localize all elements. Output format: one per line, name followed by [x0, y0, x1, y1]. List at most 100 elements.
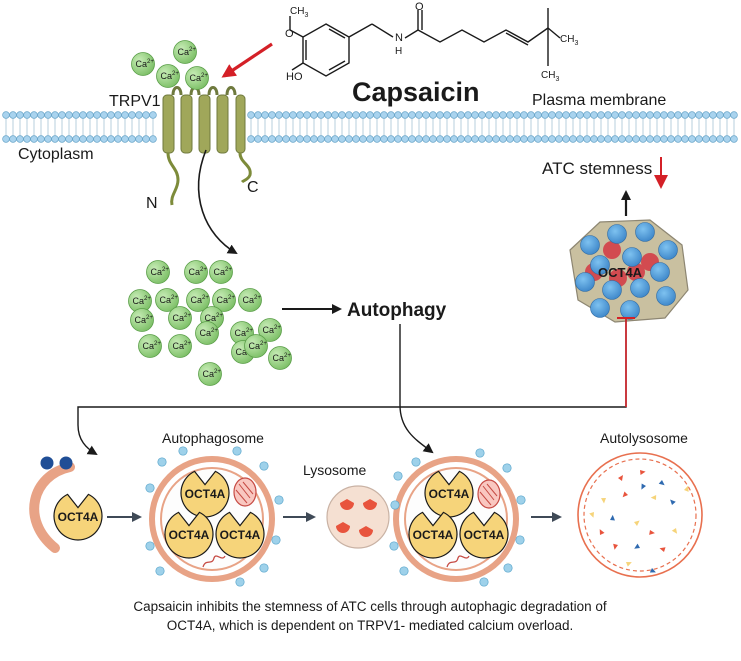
capsaicin-molecule: [289, 8, 561, 77]
svg-text:Ca2+: Ca2+: [143, 341, 162, 351]
lysosome-label: Lysosome: [303, 462, 367, 478]
svg-text:Ca2+: Ca2+: [249, 341, 268, 351]
oct4a-protein: OCT4A: [408, 511, 458, 559]
degraded-fragment: [622, 491, 628, 498]
svg-text:Ca2+: Ca2+: [173, 341, 192, 351]
molecule-ho-label: HO: [286, 71, 303, 83]
svg-text:Ca2+: Ca2+: [243, 295, 262, 305]
calcium-ion: Ca2+: [146, 260, 170, 284]
capsaicin-binding-arrow: [221, 42, 273, 78]
molecule-ch3-right-bottom: CH3: [541, 70, 559, 83]
calcium-ion: Ca2+: [155, 288, 179, 312]
atc-cell: [656, 286, 676, 306]
stage-autophagosome-cargo: OCT4A OCT4A OCT4A: [145, 446, 284, 587]
svg-text:Ca2+: Ca2+: [217, 295, 236, 305]
lysosome-enzymes: [336, 499, 377, 537]
molecule-h-label: H: [395, 46, 402, 57]
atc-cell: [602, 280, 622, 300]
autophagy-to-autolysosome-arrow: [399, 324, 434, 454]
degraded-fragment: [658, 480, 665, 486]
calcium-ion: Ca2+: [238, 288, 262, 312]
calcium-ion: Ca2+: [168, 334, 192, 358]
lysosome-enzyme: [340, 499, 354, 510]
svg-text:Ca2+: Ca2+: [214, 267, 233, 277]
oct4a-protein: OCT4A: [424, 470, 474, 518]
calcium-ion: Ca2+: [173, 40, 197, 64]
svg-text:Ca2+: Ca2+: [200, 328, 219, 338]
svg-text:Ca2+: Ca2+: [160, 295, 179, 305]
vesicle-particle: [259, 461, 269, 471]
oct4a-protein: OCT4A: [459, 511, 509, 559]
degraded-fragment: [659, 547, 666, 552]
degraded-fragment: [670, 499, 676, 505]
autophagy-label: Autophagy: [347, 300, 447, 321]
plasma-membrane-label: Plasma membrane: [532, 92, 666, 109]
svg-text:Ca2+: Ca2+: [136, 59, 155, 69]
vesicle-particle: [389, 541, 399, 551]
svg-text:Ca2+: Ca2+: [189, 267, 208, 277]
oct4a-protein: OCT4A: [180, 470, 230, 518]
svg-text:Ca2+: Ca2+: [133, 296, 152, 306]
degraded-fragment: [634, 543, 640, 549]
svg-text:Ca2+: Ca2+: [263, 325, 282, 335]
svg-text:Ca2+: Ca2+: [273, 353, 292, 363]
svg-text:Ca2+: Ca2+: [135, 315, 154, 325]
recruitment-line: [77, 318, 627, 456]
molecule-n-label: N: [395, 32, 403, 44]
calcium-ion: Ca2+: [185, 66, 209, 90]
degraded-fragment: [650, 495, 657, 500]
autophagosome-label: Autophagosome: [162, 430, 264, 446]
atc-stemness-label: ATC stemness: [542, 159, 652, 178]
vesicle-particle: [145, 541, 155, 551]
calcium-ion: Ca2+: [268, 346, 292, 370]
vesicle-particle: [479, 577, 489, 587]
degraded-fragment: [671, 528, 678, 534]
atc-cell: [580, 235, 600, 255]
degraded-fragment: [641, 483, 646, 490]
vesicle-particle: [475, 448, 485, 458]
vesicle-particle: [411, 457, 421, 467]
degraded-fragment: [649, 530, 655, 535]
oct4a-protein: OCT4A: [53, 493, 103, 541]
degraded-fragment: [601, 498, 607, 504]
calcium-ion: Ca2+: [130, 308, 154, 332]
vesicle-particle: [393, 471, 403, 481]
capsaicin-label: Capsaicin: [352, 77, 480, 107]
lysosome-enzyme: [336, 522, 350, 533]
atc-cell: [658, 240, 678, 260]
molecule-ch3-left: CH3: [290, 6, 308, 19]
organelle-fragment: [202, 555, 226, 568]
stage-phagophore-cargo: OCT4A: [53, 493, 103, 541]
oct4a-protein: OCT4A: [164, 511, 214, 559]
trpv1-channel: [162, 86, 252, 206]
calcium-ion: Ca2+: [184, 260, 208, 284]
phagophore: [29, 456, 75, 553]
svg-text:Ca2+: Ca2+: [190, 73, 209, 83]
degraded-fragments: [589, 470, 689, 573]
oct4a-label: OCT4A: [220, 528, 261, 542]
calcium-ions-cytoplasm: Ca2+ Ca2+ Ca2+ Ca2+ Ca2+ Ca2+ Ca2+ Ca2+ Ca2+ Ca2+…: [128, 260, 292, 386]
vesicle-particle: [516, 495, 526, 505]
cytoplasm-label: Cytoplasm: [18, 146, 94, 163]
atc-cell: [630, 278, 650, 298]
vesicle-particle: [271, 535, 281, 545]
calcium-ion: Ca2+: [198, 362, 222, 386]
n-terminus-label: N: [146, 195, 158, 212]
vesicle-particle: [274, 495, 284, 505]
molecule-ch3-right-top: CH3: [560, 34, 578, 47]
degraded-fragment: [613, 543, 619, 550]
atc-cell: [622, 247, 642, 267]
vesicle-particle: [503, 563, 513, 573]
calcium-ions-extracellular: Ca2+Ca2+Ca2+Ca2+: [131, 40, 209, 90]
atc-cell: [650, 262, 670, 282]
degraded-fragment: [618, 475, 623, 481]
molecule-o-label: O: [285, 28, 294, 40]
vesicle-particle: [515, 535, 525, 545]
oct4a-label: OCT4A: [185, 487, 226, 501]
vesicle-particle: [259, 563, 269, 573]
svg-text:Ca2+: Ca2+: [173, 313, 192, 323]
vesicle-particle: [390, 500, 400, 510]
atc-cell: [620, 300, 640, 320]
